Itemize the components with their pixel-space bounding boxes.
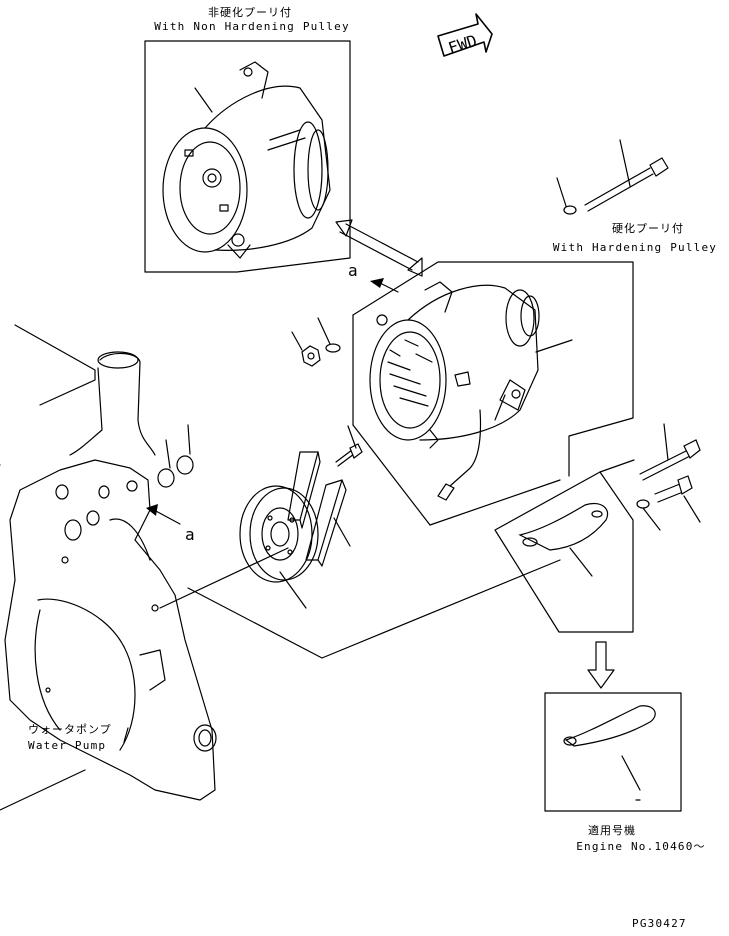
hardening-jp-label: 硬化プーリ付 [612,221,684,235]
water-pump-en-label: Water Pump [28,739,106,752]
fwd-label: FWD [446,31,479,58]
nut-washer-icon [291,317,341,367]
main-alternator-frame: a [348,261,634,526]
alternator-main-icon [369,281,573,501]
engine-serial-label: Engine No.10460～ [576,840,706,853]
bushing-icon [157,424,194,488]
fwd-arrow-icon: FWD [437,13,493,58]
inset-new-bracket: 適用号機 Engine No.10460～ [544,692,706,853]
inset-frame [144,40,351,273]
non-hardening-jp-label: 非硬化プーリ付 [208,5,292,19]
double-arrow-icon [335,219,423,277]
water-pump-jp-label: ウォータポンプ [28,723,112,736]
long-bolt-icon [556,139,669,215]
water-pump-leader [123,727,129,743]
down-arrow-icon [587,641,615,689]
assembly-line [159,547,289,609]
alternator-old-icon [162,61,331,259]
ref-a-left: a [185,525,195,544]
engine-block-icon [0,324,217,811]
v-belt-icon [287,451,351,567]
alternator-vents [387,339,433,407]
assembly-line-lower [187,559,561,659]
bracket-frame [494,471,634,633]
drawing-code: PG30427 [632,917,687,930]
inset-non-hardening: 非硬化プーリ付 With Non Hardening Pulley [144,5,351,273]
pulley-icon [239,485,319,609]
non-hardening-en-label: With Non Hardening Pulley [154,20,350,33]
applicable-jp-label: 適用号機 [588,823,636,837]
small-bolt-icon [335,425,363,467]
hardening-en-label: With Hardening Pulley [553,241,717,254]
ref-a-top: a [348,261,358,280]
bracket-bolts [599,423,701,531]
